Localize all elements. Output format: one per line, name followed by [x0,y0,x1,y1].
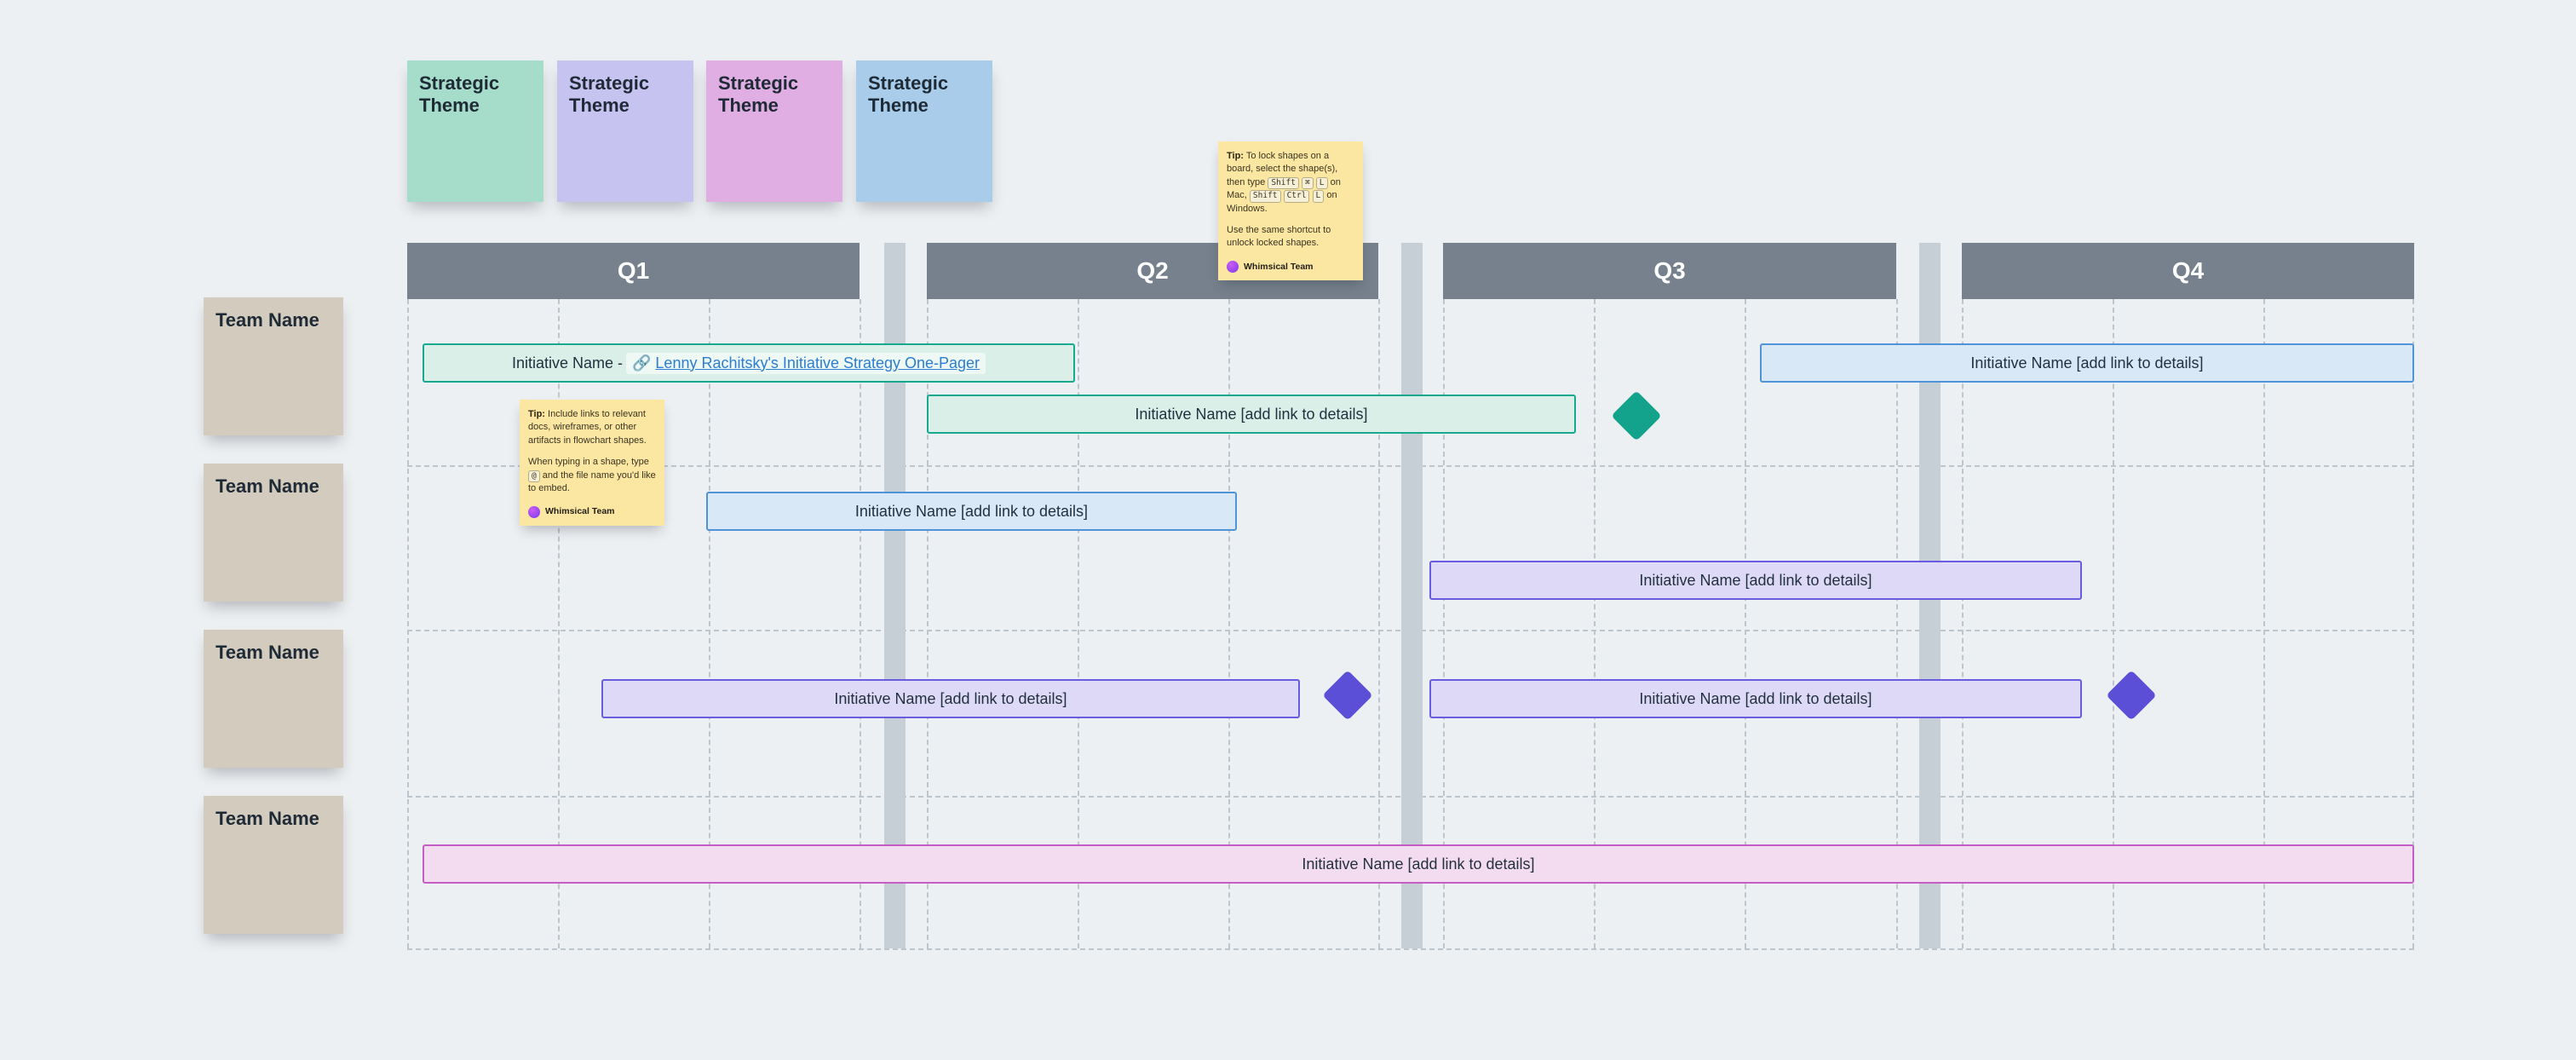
initiative-bar-team3-q3[interactable]: Initiative Name [add link to details] [1429,679,2082,718]
tip-team-name: Whimsical Team [1244,261,1314,272]
initiative-bar-team1-q4[interactable]: Initiative Name [add link to details] [1760,343,2414,383]
kbd-ctrl-icon: Ctrl [1283,190,1310,203]
grid-line-vertical [558,299,560,948]
kbd-l-icon: L [1312,190,1325,203]
strategic-theme-sticky[interactable]: Strategic Theme [407,60,543,202]
initiative-bar-team3-q1[interactable]: Initiative Name [add link to details] [601,679,1300,718]
kbd-shift-icon: Shift [1249,190,1281,203]
initiative-label: Initiative Name [add link to details] [1639,689,1872,707]
tip-title: Tip: [528,409,545,419]
quarter-header-q1[interactable]: Q1 [407,243,860,299]
strategic-theme-sticky[interactable]: Strategic Theme [856,60,992,202]
team-name-sticky[interactable]: Team Name [204,464,343,602]
team-name-label: Team Name [216,309,319,331]
grid-line-vertical [2263,299,2265,948]
initiative-label: Initiative Name [add link to details] [1639,571,1872,589]
strategic-theme-label: Strategic Theme [419,72,500,116]
initiative-label: Initiative Name [add link to details] [1302,855,1535,873]
grid-line-vertical [2113,299,2114,948]
initiative-bar-team1-q1[interactable]: Initiative Name -🔗Lenny Rachitsky's Init… [423,343,1075,383]
grid-line-vertical [407,299,409,948]
tip-sticky-note-include-links[interactable]: Tip: Include links to relevant docs, wir… [520,400,664,527]
strategic-theme-label: Strategic Theme [569,72,650,116]
grid-line-vertical [1443,299,1445,948]
quarter-label: Q3 [1653,257,1686,284]
tip-paragraph: Tip: To lock shapes on a board, select t… [1227,151,1341,214]
strategic-theme-label: Strategic Theme [718,72,799,116]
grid-line-horizontal [407,948,2414,950]
strategic-theme-label: Strategic Theme [868,72,949,116]
quarter-header-q4[interactable]: Q4 [1962,243,2414,299]
grid-line-vertical [709,299,710,948]
tip-attribution: Whimsical Team [528,505,656,518]
tip-attribution: Whimsical Team [1227,261,1354,274]
initiative-link-text: Lenny Rachitsky's Initiative Strategy On… [655,354,980,372]
kbd-shift-icon: Shift [1268,176,1299,190]
grid-line-vertical [1228,299,1230,948]
tip-paragraph: Tip: Include links to relevant docs, wir… [528,409,647,446]
initiative-bar-team4-q1-q4[interactable]: Initiative Name [add link to details] [423,844,2414,884]
team-name-sticky[interactable]: Team Name [204,297,343,435]
tip-sticky-note-lock-shapes[interactable]: Tip: To lock shapes on a board, select t… [1218,141,1363,281]
initiative-bar-team2-q3[interactable]: Initiative Name [add link to details] [1429,561,2082,600]
grid-line-vertical [2412,299,2414,948]
grid-line-vertical [927,299,929,948]
initiative-label: Initiative Name [add link to details] [834,689,1067,707]
grid-line-vertical [1962,299,1964,948]
kbd-at-icon: @ [528,470,540,482]
grid-line-vertical [1594,299,1596,948]
quarter-header-q3[interactable]: Q3 [1443,243,1896,299]
quarter-label: Q2 [1136,257,1169,284]
milestone-diamond-teal[interactable] [1611,390,1662,441]
initiative-link[interactable]: 🔗Lenny Rachitsky's Initiative Strategy O… [626,352,986,374]
kbd-l-icon: L [1315,176,1328,190]
tip-paragraph: Use the same shortcut to unlock locked s… [1227,224,1331,249]
team-name-sticky[interactable]: Team Name [204,796,343,934]
quarter-label: Q4 [2171,257,2205,284]
initiative-bar-team1-q2[interactable]: Initiative Name [add link to details] [927,395,1576,434]
initiative-label: Initiative Name [add link to details] [1970,354,2204,372]
strategic-theme-sticky[interactable]: Strategic Theme [706,60,842,202]
quarter-separator [1401,243,1423,948]
whimsical-logo-icon [528,505,540,518]
initiative-label: Initiative Name [add link to details] [854,502,1089,520]
grid-line-vertical [1078,299,1079,948]
grid-line-vertical [1745,299,1746,948]
team-name-label: Team Name [216,642,319,663]
grid-line-vertical [1896,299,1898,948]
whimsical-logo-icon [1227,261,1239,274]
tip-paragraph: When typing in a shape, type @ and the f… [528,457,656,493]
team-name-label: Team Name [216,808,319,829]
quarter-label: Q1 [617,257,650,284]
tip-title: Tip: [1227,151,1244,161]
initiative-bar-team2-q1[interactable]: Initiative Name [add link to details] [706,492,1237,531]
grid-line-vertical [1378,299,1380,948]
grid-line-vertical [860,299,861,948]
strategic-theme-sticky[interactable]: Strategic Theme [557,60,693,202]
initiative-label: Initiative Name -🔗Lenny Rachitsky's Init… [512,352,986,374]
team-name-sticky[interactable]: Team Name [204,630,343,768]
initiative-label: Initiative Name [add link to details] [1135,405,1368,423]
tip-team-name: Whimsical Team [545,506,615,517]
milestone-diamond-purple[interactable] [1322,670,1373,721]
team-name-label: Team Name [216,475,319,497]
link-icon: 🔗 [632,354,652,372]
kbd-cmd-icon: ⌘ [1302,176,1314,190]
